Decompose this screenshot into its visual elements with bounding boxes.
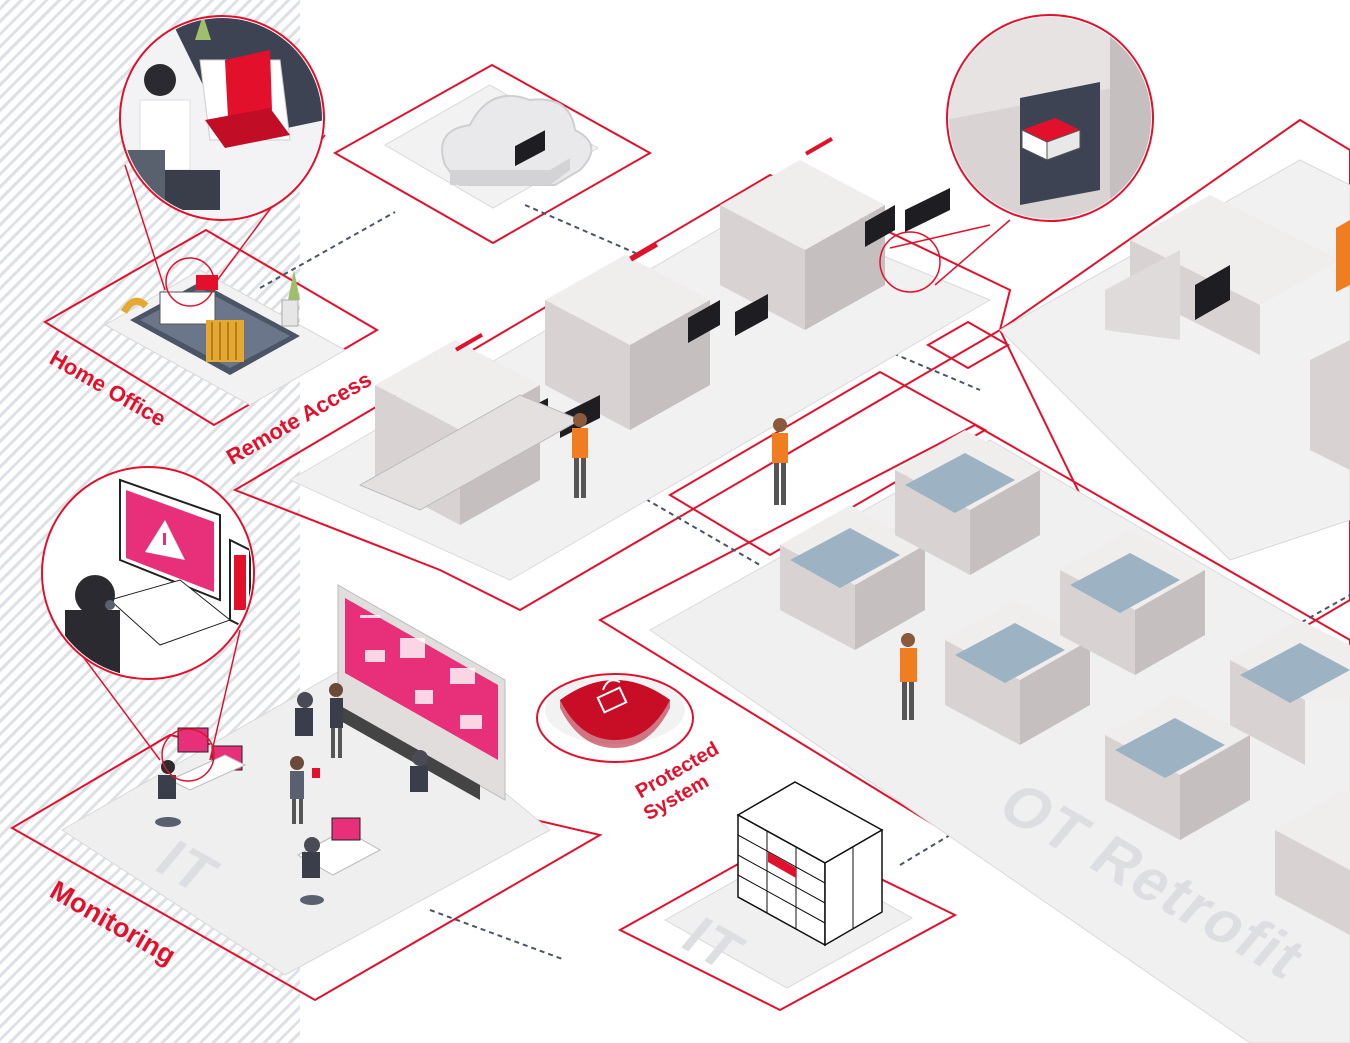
operator-standing	[329, 683, 343, 758]
ot-retrofit-machine	[1105, 195, 1350, 470]
worker	[572, 413, 588, 498]
mid-zone-outline	[668, 370, 988, 557]
operator-seated	[410, 750, 428, 792]
cloud-icon	[441, 95, 593, 186]
operator-seated	[295, 692, 313, 736]
cnc-machine	[1060, 530, 1205, 675]
callout-monitoring	[41, 466, 255, 782]
production-line-machines	[358, 130, 950, 525]
workstation-desk	[296, 817, 382, 905]
worker	[900, 633, 917, 720]
padlock-shield-icon	[560, 679, 670, 748]
cnc-machine	[780, 505, 925, 650]
cnc-machine	[895, 430, 1040, 575]
gateway-device-icon	[1021, 118, 1081, 161]
it-server-zone-outline	[617, 833, 958, 1012]
monitoring-room	[155, 584, 506, 905]
cnc-machine	[1275, 790, 1350, 935]
operator-standing	[290, 756, 320, 824]
server-rack-icon	[736, 781, 884, 947]
callout-gateway-device	[879, 14, 1154, 293]
cnc-machines	[780, 430, 1350, 935]
protected-system-badge[interactable]	[536, 673, 694, 763]
cloud-zone-outline	[332, 63, 653, 245]
cnc-machine	[1230, 620, 1350, 765]
home-office-zone-outline	[43, 228, 379, 427]
home-office-room	[120, 270, 300, 375]
workers	[572, 413, 917, 720]
small-node-outline	[925, 320, 1011, 370]
cnc-machine	[945, 600, 1090, 745]
cnc-machine	[1105, 695, 1250, 840]
worker	[772, 418, 788, 505]
monitoring-zone-outline	[10, 733, 603, 1002]
